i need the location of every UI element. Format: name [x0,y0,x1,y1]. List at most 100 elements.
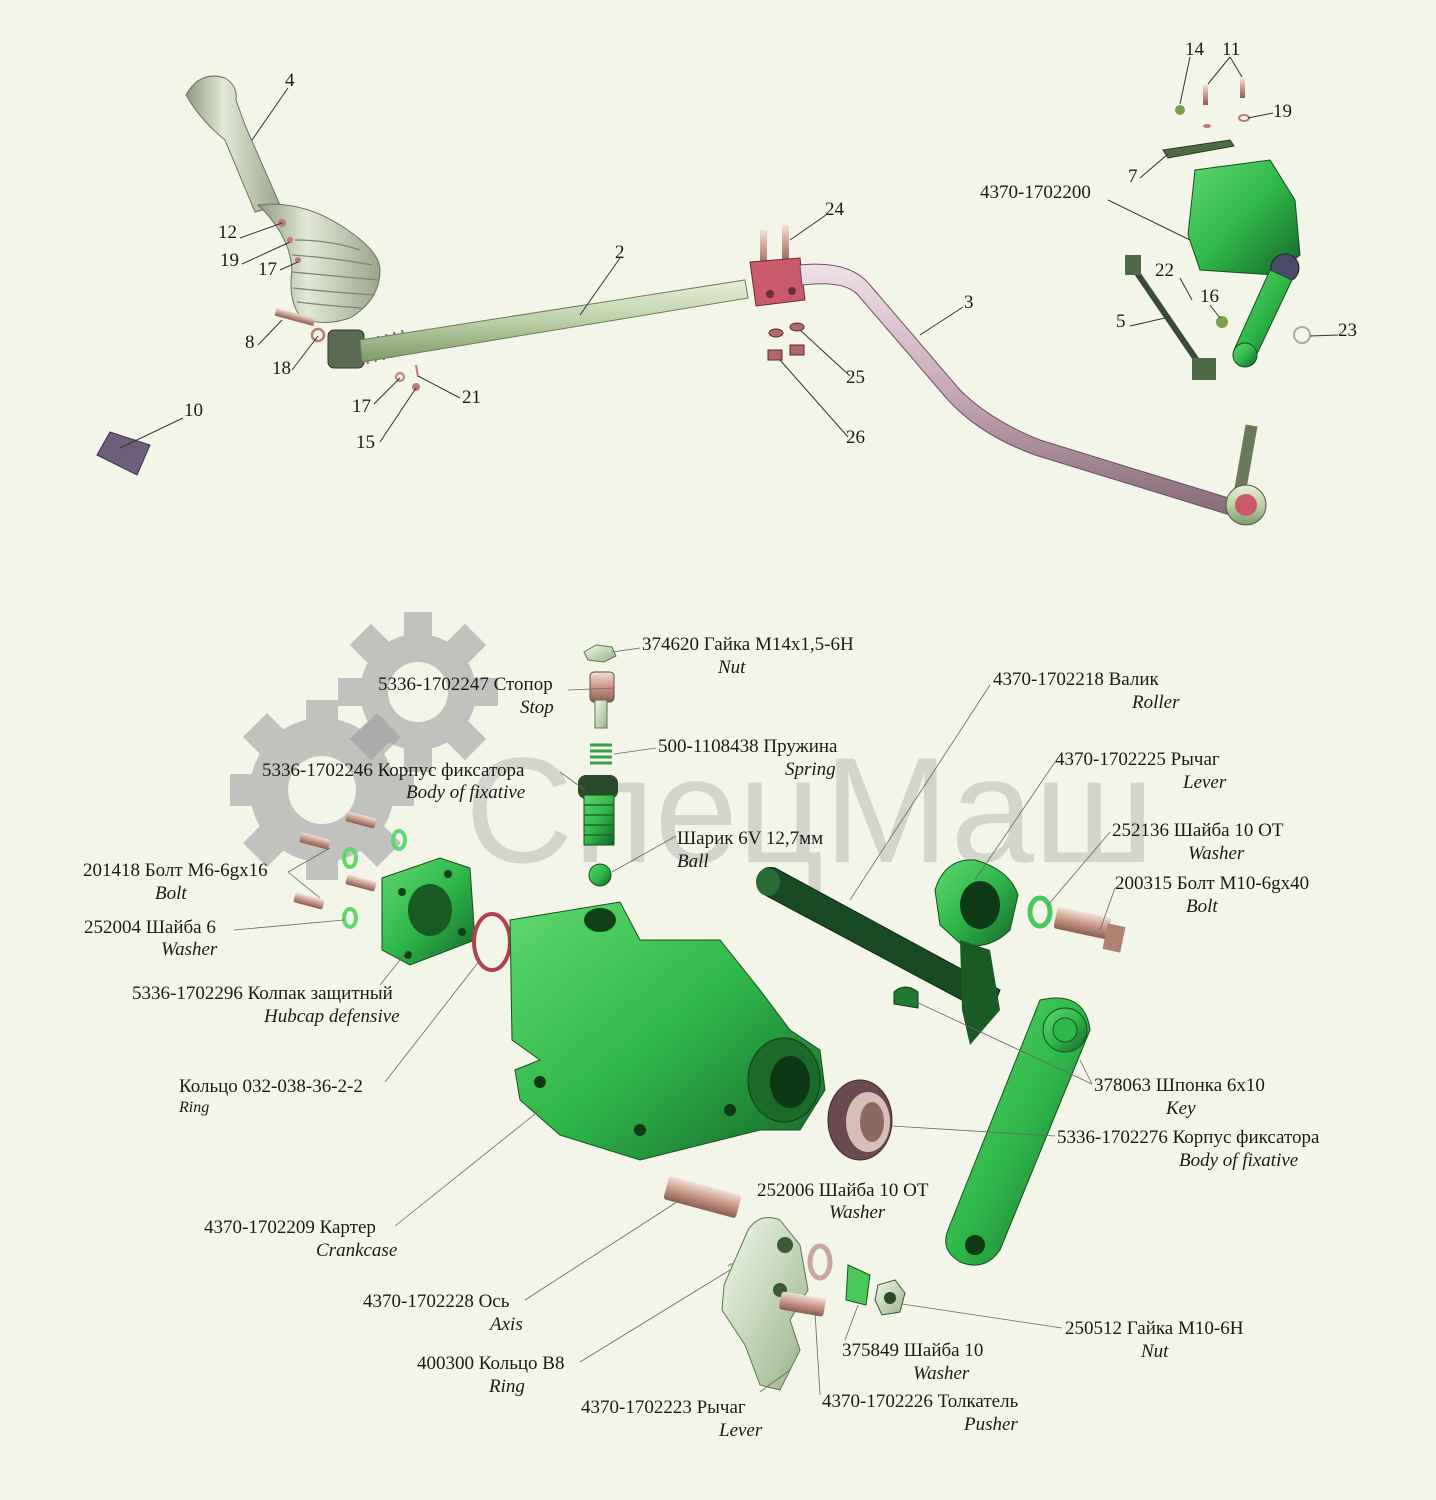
label-axis: 4370-1702228 Ось [363,1291,510,1312]
washer-252006 [807,1243,833,1281]
label-washer-6: 252004 Шайба 6 [84,917,216,938]
callout-15: 15 [356,432,375,453]
label-lever-1702223-en: Lever [718,1420,763,1441]
watermark: СпецМаш [230,612,1154,894]
nut-25b [789,322,805,332]
bracket-24 [749,257,806,307]
callout-26: 26 [846,427,865,448]
callout-17b: 17 [352,396,371,417]
label-pusher-en: Pusher [963,1414,1018,1435]
label-washer-252006-en: Washer [829,1202,886,1223]
label-nut-250512: 250512 Гайка М10-6Н [1065,1318,1244,1339]
bolt-11a [1203,85,1208,105]
callout-16: 16 [1200,286,1219,307]
label-roller-en: Roller [1131,692,1180,713]
top-assembly: 4 12 19 17 8 18 2 17 21 15 10 24 3 25 26… [96,39,1357,526]
label-spring-en: Spring [785,759,836,780]
bolts-m6 [293,811,377,910]
label-axis-en: Axis [488,1314,523,1335]
label-fixative-1702246: 5336-1702246 Корпус фиксатора [262,760,525,781]
gear-icon [230,700,414,880]
plate-10 [96,431,151,476]
callout-3: 3 [964,292,974,313]
label-crankcase-en: Crankcase [316,1240,397,1261]
nut-25a [768,328,784,338]
label-ring-032: Кольцо 032-038-36-2-2 [179,1076,363,1097]
callout-10: 10 [184,400,203,421]
callout-leaders-top [119,56,1339,449]
crankcase-4370-1702209 [509,901,826,1161]
callout-14: 14 [1185,39,1205,60]
label-lever-1702223: 4370-1702223 Рычаг [581,1397,746,1418]
label-hubcap: 5336-1702296 Колпак защитный [132,983,393,1004]
label-washer-375849: 375849 Шайба 10 [842,1340,983,1361]
bolt-24a [760,230,767,270]
label-bolt-200315-en: Bolt [1186,896,1218,917]
label-fixative-1702276-en: Body of fixative [1179,1150,1298,1171]
nut-16 [1216,316,1228,328]
rod-3 [799,263,1236,516]
label-ring-b8: 400300 Кольцо В8 [417,1353,564,1374]
part-leaders [233,647,1116,1396]
callout-4370-1702200: 4370-1702200 [980,182,1091,203]
bolt-24b [782,225,789,265]
label-washer-375849-en: Washer [913,1363,970,1384]
label-ring-032-en: Ring [178,1099,209,1116]
bolt-8 [274,307,316,327]
key-378063 [893,986,919,1009]
lever-clamp [327,329,365,369]
callout-24: 24 [825,199,845,220]
ring-23 [1293,326,1311,344]
label-lever-1702225: 4370-1702225 Рычаг [1055,749,1220,770]
callout-19b: 19 [1273,101,1292,122]
pusher-4370-1702226 [779,1291,826,1317]
callout-7: 7 [1128,166,1138,187]
label-lever-1702225-en: Lever [1182,772,1227,793]
label-key-en: Key [1165,1098,1196,1119]
label-spring: 500-1108438 Пружина [658,736,838,757]
nut-15 [412,383,420,391]
callout-21: 21 [462,387,481,408]
label-stop-en: Stop [520,697,554,718]
small-part-19 [287,237,293,243]
bottom-assembly: 374620 Гайка М14х1,5-6Н Nut 5336-1702247… [83,634,1320,1441]
label-ball-en: Ball [677,851,709,872]
label-nut-en: Nut [717,657,746,678]
label-fixative-1702276: 5336-1702276 Корпус фиксатора [1057,1127,1320,1148]
label-ring-b8-en: Ring [488,1376,525,1397]
washer-375849 [845,1264,871,1306]
bolt-11b [1240,78,1245,98]
washer-19b [1238,114,1250,122]
label-crankcase: 4370-1702209 Картер [204,1217,376,1238]
ball-6v [588,863,612,887]
link-rod-5 [1132,268,1203,367]
callout-22: 22 [1155,260,1174,281]
boot-ribs [291,239,379,309]
rod-3-end-plate [1234,424,1258,491]
nut-26b [789,344,805,356]
label-washer-252006: 252006 Шайба 10 ОТ [757,1180,929,1201]
callout-18: 18 [272,358,291,379]
ring-032-038 [472,912,512,972]
fixative-body-1702246 [578,775,618,799]
washer-252136 [1027,895,1053,929]
label-bolt-m6-en: Bolt [155,883,187,904]
label-ball: Шарик 6V 12,7мм [677,828,823,849]
nut-26a [767,349,783,361]
bar-7 [1162,139,1235,159]
washer-17 [395,372,405,382]
label-nut-374620: 374620 Гайка М14х1,5-6Н [642,634,854,655]
callout-11: 11 [1222,39,1240,60]
callout-25: 25 [846,367,865,388]
nut-374620 [583,644,617,663]
lever-knob [185,75,281,213]
watermark-text: СпецМаш [465,726,1154,894]
spring-500-1108438 [590,743,612,765]
callout-12: 12 [218,222,237,243]
label-washer-252136: 252136 Шайба 10 ОТ [1112,820,1284,841]
label-nut-250512-en: Nut [1140,1341,1169,1362]
label-bolt-m6: 201418 Болт М6-6gx16 [83,860,268,881]
callout-8: 8 [245,332,255,353]
label-bolt-200315: 200315 Болт М10-6gx40 [1115,873,1309,894]
